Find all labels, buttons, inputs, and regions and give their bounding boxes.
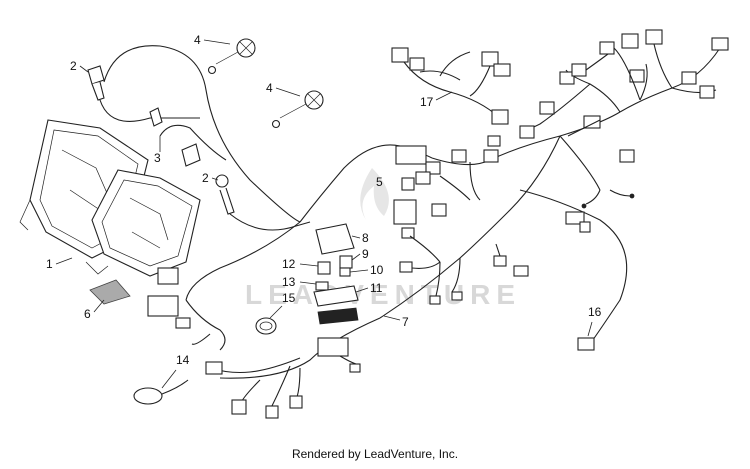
callout-2-upper: 2 bbox=[70, 59, 89, 73]
aim-adjuster-upper bbox=[207, 38, 256, 75]
fuse-13 bbox=[315, 281, 329, 291]
svg-text:9: 9 bbox=[362, 247, 369, 261]
svg-text:14: 14 bbox=[176, 353, 190, 367]
aim-adjuster-lower bbox=[271, 90, 324, 129]
svg-text:13: 13 bbox=[282, 275, 296, 289]
sensor-connector-16 bbox=[577, 337, 595, 351]
headlight-bulb-upper bbox=[87, 65, 105, 101]
callout-14: 14 bbox=[161, 353, 190, 389]
bracket-pad bbox=[89, 279, 131, 305]
callout-1: 1 bbox=[46, 257, 73, 271]
relay-12 bbox=[317, 261, 331, 275]
callout-8: 8 bbox=[351, 231, 369, 245]
callout-12: 12 bbox=[282, 257, 319, 271]
svg-text:8: 8 bbox=[362, 231, 369, 245]
watermark-flame-icon bbox=[360, 168, 389, 220]
sub-harness-17 bbox=[391, 47, 511, 125]
headlight-sub-harness bbox=[99, 45, 311, 231]
callout-2-lower: 2 bbox=[202, 171, 219, 185]
svg-text:5: 5 bbox=[376, 175, 383, 189]
relay-large bbox=[339, 255, 353, 269]
callout-7: 7 bbox=[383, 315, 409, 329]
callout-9: 9 bbox=[351, 247, 369, 261]
svg-text:17: 17 bbox=[420, 95, 434, 109]
connector-cluster-right bbox=[519, 29, 729, 209]
svg-text:1: 1 bbox=[46, 257, 53, 271]
footer-credit: Rendered by LeadVenture, Inc. bbox=[291, 447, 459, 461]
callout-10: 10 bbox=[349, 263, 384, 277]
watermark-text: LEADVENTURE bbox=[245, 279, 521, 310]
callout-17: 17 bbox=[420, 91, 453, 109]
center-connectors bbox=[393, 135, 591, 305]
fuse-box-cover bbox=[315, 223, 355, 255]
svg-text:4: 4 bbox=[266, 81, 273, 95]
svg-text:3: 3 bbox=[154, 151, 161, 165]
svg-text:2: 2 bbox=[70, 59, 77, 73]
callout-11: 11 bbox=[355, 281, 383, 295]
svg-text:7: 7 bbox=[402, 315, 409, 329]
fuse-block bbox=[313, 285, 359, 325]
svg-text:15: 15 bbox=[282, 291, 296, 305]
svg-text:2: 2 bbox=[202, 171, 209, 185]
relay-small-10 bbox=[339, 267, 351, 277]
headlight-bulb-lower bbox=[215, 174, 235, 215]
lower-harness-branch bbox=[147, 267, 361, 419]
callout-13: 13 bbox=[282, 275, 317, 289]
bulb-socket-14 bbox=[133, 379, 189, 405]
callout-3: 3 bbox=[154, 136, 161, 165]
svg-text:16: 16 bbox=[588, 305, 602, 319]
callout-15: 15 bbox=[269, 291, 296, 319]
callout-16: 16 bbox=[587, 305, 602, 337]
svg-text:11: 11 bbox=[370, 281, 383, 295]
svg-text:4: 4 bbox=[194, 33, 201, 47]
watermark: LEADVENTURE bbox=[245, 168, 521, 310]
grommet-ring bbox=[255, 317, 277, 335]
callout-4-upper: 4 bbox=[194, 33, 231, 47]
callout-6: 6 bbox=[84, 299, 105, 321]
svg-text:12: 12 bbox=[282, 257, 296, 271]
svg-text:6: 6 bbox=[84, 307, 91, 321]
callout-4-lower: 4 bbox=[266, 81, 301, 97]
callout-5: 5 bbox=[376, 175, 383, 189]
svg-text:10: 10 bbox=[370, 263, 384, 277]
